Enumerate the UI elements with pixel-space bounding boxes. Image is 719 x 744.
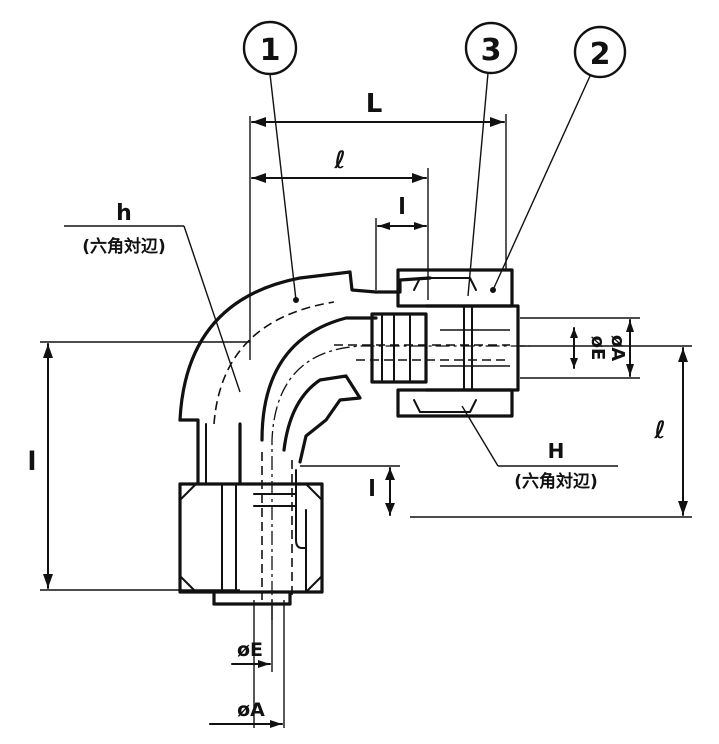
dimension-phi-bottom: øE øA [209, 600, 285, 728]
dimension-l-upper-label: ℓ [333, 146, 345, 174]
dimension-l-upper: ℓ [251, 146, 429, 300]
balloon-1-label: 1 [260, 33, 281, 68]
bottom-hex-nut [178, 469, 324, 606]
label-H: H (六角対辺) [461, 405, 618, 492]
phi-E-right-label: øE [587, 336, 608, 361]
balloon-1: 1 [242, 20, 298, 76]
dimension-l-left: l [28, 341, 250, 591]
label-h-note: (六角対辺) [82, 236, 166, 257]
label-H-letter: H [548, 439, 565, 463]
dimension-l-right: ℓ [410, 345, 692, 518]
label-H-note: (六角対辺) [514, 471, 598, 492]
dimension-L-label: L [366, 89, 383, 119]
balloon-2-label: 2 [590, 37, 611, 72]
balloon-3: 3 [464, 21, 518, 75]
dimension-phi-right: øE øA [520, 317, 640, 379]
phi-A-bottom-label: øA [237, 699, 265, 721]
balloon-leaders [269, 72, 591, 303]
balloon-2: 2 [573, 25, 627, 79]
label-h-letter: h [116, 201, 132, 226]
dimension-l-mid-label: l [368, 477, 376, 502]
balloon-3-label: 3 [481, 33, 502, 68]
elbow-body [178, 270, 530, 620]
dimension-l-left-label: l [28, 447, 37, 477]
right-union-nut [370, 268, 520, 418]
dimension-l-small-label: l [398, 195, 406, 220]
dimension-l-right-label: ℓ [653, 416, 665, 444]
dimension-l-small: l [375, 195, 427, 290]
dimension-l-mid: l [300, 465, 400, 516]
phi-E-bottom-label: øE [237, 639, 263, 661]
phi-A-right-label: øA [607, 335, 628, 361]
label-h: h (六角対辺) [64, 201, 241, 393]
dimension-L: L [249, 89, 507, 360]
